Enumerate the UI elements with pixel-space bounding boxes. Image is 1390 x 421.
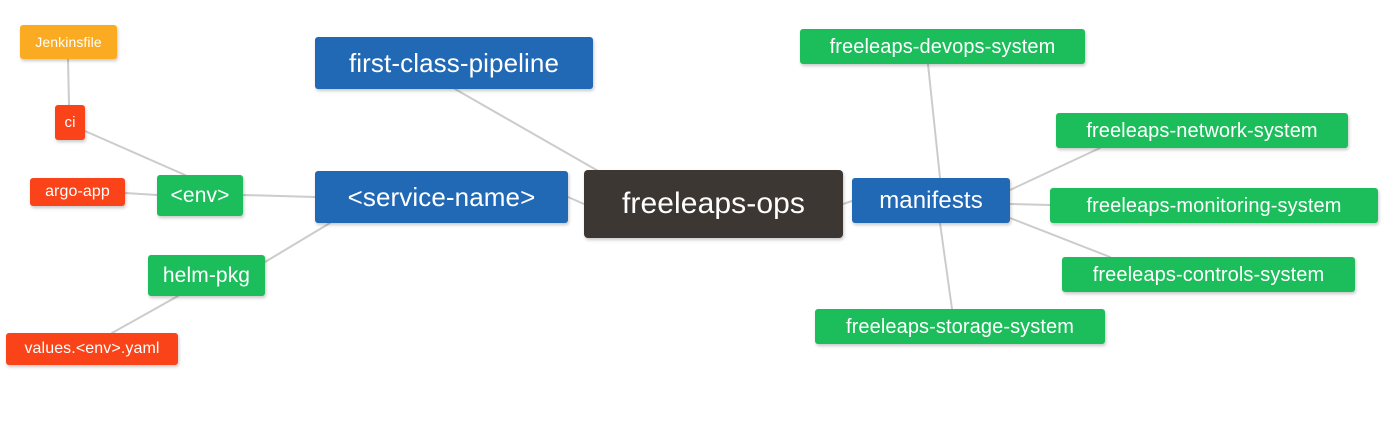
node-values[interactable]: values.<env>.yaml <box>6 333 178 365</box>
edge-service-helm <box>264 222 331 263</box>
edge-env-argo <box>124 192 158 196</box>
edge-helm-values <box>111 295 179 334</box>
node-devops[interactable]: freeleaps-devops-system <box>800 29 1085 64</box>
node-network[interactable]: freeleaps-network-system <box>1056 113 1348 148</box>
edge-root-manifests <box>842 200 853 205</box>
edge-service-env <box>242 194 316 198</box>
edge-ci-jenkins <box>67 58 70 106</box>
edge-manifests-devops <box>927 63 941 179</box>
edge-manifests-monitoring <box>1009 203 1051 206</box>
node-ci[interactable]: ci <box>55 105 85 140</box>
edge-root-pipeline <box>454 88 601 173</box>
node-root[interactable]: freeleaps-ops <box>584 170 843 238</box>
edge-manifests-network <box>1009 147 1101 191</box>
node-env[interactable]: <env> <box>157 175 243 216</box>
node-storage[interactable]: freeleaps-storage-system <box>815 309 1105 344</box>
node-service[interactable]: <service-name> <box>315 171 568 223</box>
node-jenkins[interactable]: Jenkinsfile <box>20 25 117 59</box>
node-helm[interactable]: helm-pkg <box>148 255 265 296</box>
node-manifests[interactable]: manifests <box>852 178 1010 223</box>
edge-root-service <box>567 196 585 205</box>
edge-manifests-controls <box>1009 217 1111 258</box>
node-argo[interactable]: argo-app <box>30 178 125 206</box>
node-controls[interactable]: freeleaps-controls-system <box>1062 257 1355 292</box>
edge-manifests-storage <box>939 222 953 310</box>
node-monitoring[interactable]: freeleaps-monitoring-system <box>1050 188 1378 223</box>
node-pipeline[interactable]: first-class-pipeline <box>315 37 593 89</box>
edge-env-ci <box>84 130 186 176</box>
